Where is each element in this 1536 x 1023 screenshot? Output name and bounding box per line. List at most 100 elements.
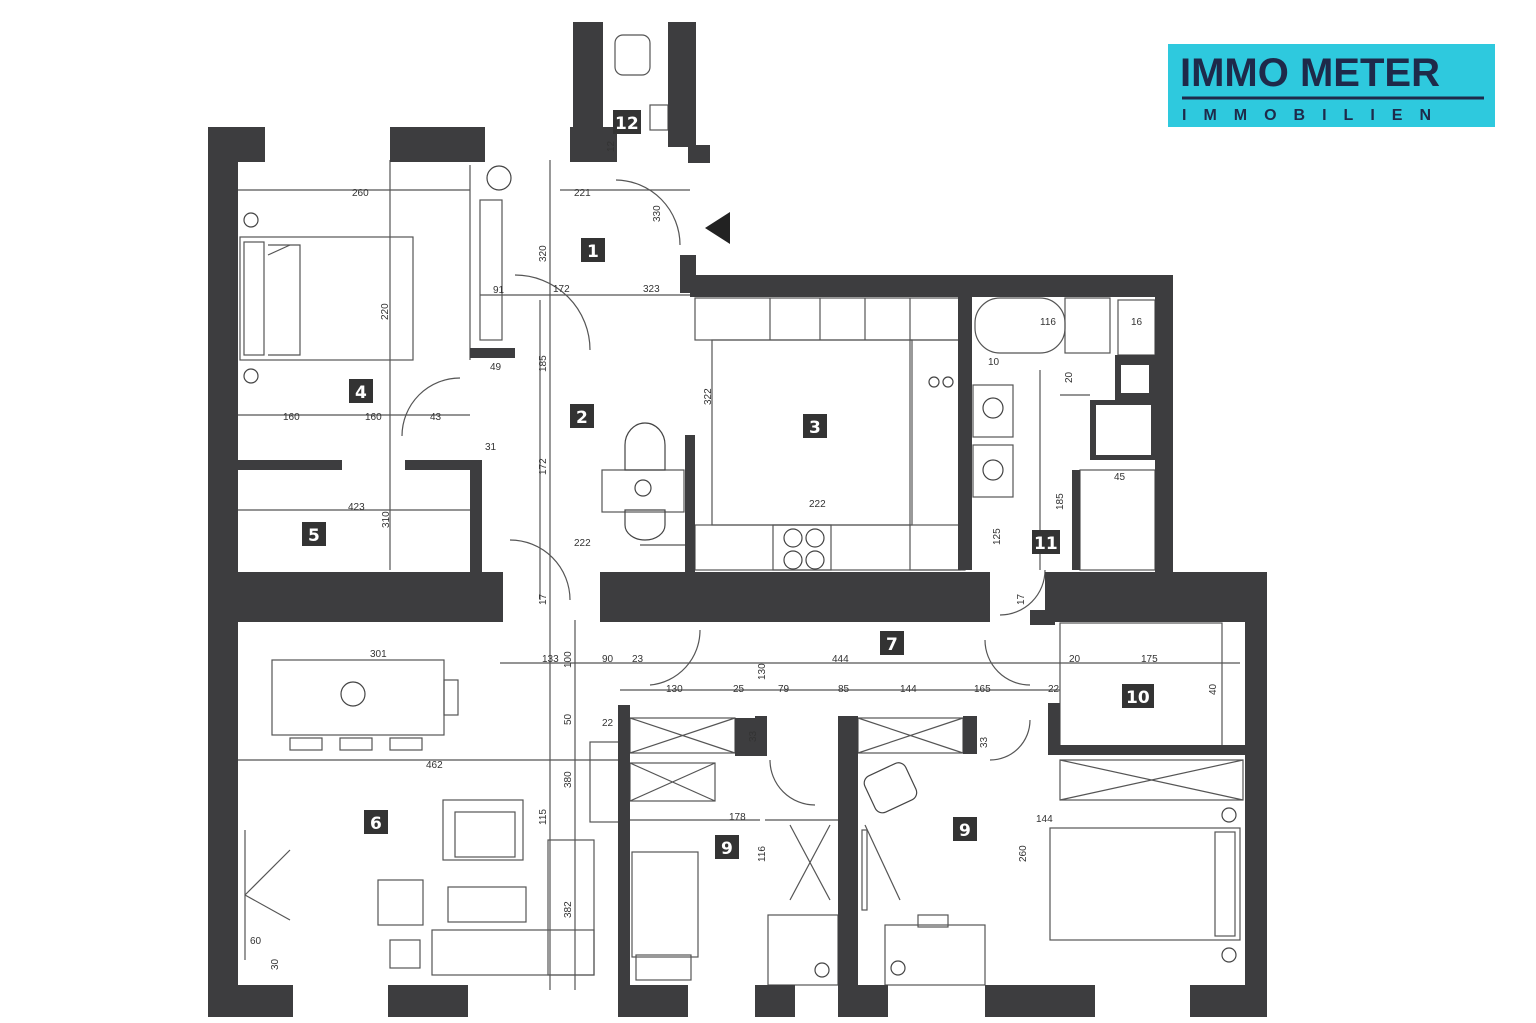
socket-icon bbox=[1221, 947, 1237, 963]
dimension-label: 330 bbox=[652, 205, 663, 222]
dimension-label: 222 bbox=[574, 538, 591, 549]
socket-icon bbox=[243, 368, 259, 384]
dimension-label: 22 bbox=[1048, 684, 1060, 695]
room-badge-7: 7 bbox=[880, 631, 904, 655]
room-badge-11: 11 bbox=[1032, 530, 1060, 554]
dimension-label: 221 bbox=[574, 188, 591, 199]
logo-main-text: IMMO METER bbox=[1180, 51, 1440, 95]
dimension-label: 100 bbox=[563, 651, 574, 668]
dimension-label: 43 bbox=[430, 412, 442, 423]
dimension-label: 144 bbox=[900, 684, 917, 695]
sink-icon bbox=[928, 376, 940, 388]
chair-icon bbox=[863, 762, 918, 814]
sink-icon bbox=[982, 397, 1004, 419]
dimension-label: 23 bbox=[632, 654, 644, 665]
dimension-label: 33 bbox=[748, 730, 759, 742]
dimensions: 260 221 330 320 172 323 91 220 49 185 16… bbox=[250, 140, 1219, 970]
room-badge-2: 2 bbox=[570, 404, 594, 428]
svg-text:10: 10 bbox=[1126, 688, 1150, 708]
entrance-arrow-icon bbox=[705, 212, 730, 244]
fan-icon bbox=[486, 165, 512, 191]
dimension-label: 380 bbox=[563, 771, 574, 788]
dimension-label: 172 bbox=[553, 284, 570, 295]
room-badge-9b: 9 bbox=[953, 817, 977, 841]
sink-icon bbox=[942, 376, 954, 388]
dimension-label: 301 bbox=[370, 649, 387, 660]
dimension-label: 40 bbox=[1208, 683, 1219, 695]
dimension-label: 115 bbox=[538, 809, 549, 825]
dimension-label: 79 bbox=[778, 684, 790, 695]
room-badges: 1 2 3 4 5 6 7 9 9 10 11 12 bbox=[302, 110, 1154, 859]
svg-text:9: 9 bbox=[959, 821, 971, 841]
dimension-label: 310 bbox=[381, 511, 392, 528]
socket-icon bbox=[243, 212, 259, 228]
dimension-label: 33 bbox=[979, 736, 990, 748]
dimension-label: 130 bbox=[757, 663, 768, 680]
svg-text:9: 9 bbox=[721, 839, 733, 859]
room-badge-12: 12 bbox=[613, 110, 641, 134]
dimension-label: 323 bbox=[643, 284, 660, 295]
dimension-label: 17 bbox=[538, 593, 549, 605]
dimension-label: 260 bbox=[352, 188, 369, 199]
dimension-label: 165 bbox=[974, 684, 991, 695]
svg-text:5: 5 bbox=[308, 526, 320, 546]
dimension-label: 175 bbox=[1141, 654, 1158, 665]
dimension-label: 185 bbox=[1055, 493, 1066, 510]
dimension-label: 85 bbox=[838, 684, 850, 695]
dimension-label: 320 bbox=[538, 245, 549, 262]
dimension-label: 260 bbox=[1018, 845, 1029, 862]
dimension-label: 60 bbox=[250, 936, 262, 947]
svg-text:3: 3 bbox=[809, 418, 821, 438]
company-logo: IMMO METER IMMOBILIEN bbox=[1168, 44, 1495, 127]
dimension-label: 17 bbox=[1016, 593, 1027, 605]
room-badge-6: 6 bbox=[364, 810, 388, 834]
svg-text:7: 7 bbox=[886, 635, 898, 655]
room-badge-5: 5 bbox=[302, 522, 326, 546]
toilet-icon bbox=[614, 34, 651, 76]
dimension-label: 31 bbox=[485, 442, 497, 453]
svg-text:6: 6 bbox=[370, 814, 382, 834]
dimension-label: 130 bbox=[666, 684, 683, 695]
stove-icon bbox=[805, 550, 825, 570]
walls bbox=[208, 22, 1267, 1017]
stove-icon bbox=[805, 528, 825, 548]
dimension-label: 22 bbox=[602, 718, 614, 729]
sink-icon bbox=[982, 459, 1004, 481]
logo-sub-text: IMMOBILIEN bbox=[1182, 107, 1448, 124]
chair-icon bbox=[624, 509, 666, 541]
dimension-label: 50 bbox=[563, 713, 574, 725]
dimension-label: 185 bbox=[538, 355, 549, 372]
dimension-label: 116 bbox=[1040, 317, 1056, 328]
svg-text:1: 1 bbox=[587, 242, 599, 262]
dimension-label: 322 bbox=[703, 388, 714, 405]
room-badge-4: 4 bbox=[349, 379, 373, 403]
room-badge-10: 10 bbox=[1122, 684, 1154, 708]
logo-background bbox=[1168, 44, 1495, 127]
dimension-label: 25 bbox=[733, 684, 745, 695]
dimension-label: 160 bbox=[283, 412, 300, 423]
dimension-label: 125 bbox=[992, 528, 1003, 545]
dimension-label: 49 bbox=[490, 362, 502, 373]
svg-text:12: 12 bbox=[615, 114, 639, 134]
dimension-label: 91 bbox=[493, 285, 505, 296]
lamp-icon bbox=[340, 681, 366, 707]
dimension-label: 160 bbox=[365, 412, 382, 423]
dimension-label: 90 bbox=[602, 654, 614, 665]
room-badge-3: 3 bbox=[803, 414, 827, 438]
dimension-label: 116 bbox=[757, 846, 768, 862]
socket-icon bbox=[1221, 807, 1237, 823]
dimension-label: 12 bbox=[606, 140, 617, 152]
stove-icon bbox=[783, 550, 803, 570]
chair-icon bbox=[624, 422, 666, 471]
dimension-label: 20 bbox=[1069, 654, 1081, 665]
dimension-label: 222 bbox=[809, 499, 826, 510]
room-badge-1: 1 bbox=[581, 238, 605, 262]
sink-icon bbox=[814, 962, 830, 978]
interior-lines bbox=[237, 34, 1244, 990]
svg-text:2: 2 bbox=[576, 408, 588, 428]
dimension-label: 20 bbox=[1064, 371, 1075, 383]
stove-icon bbox=[783, 528, 803, 548]
dimension-label: 172 bbox=[538, 458, 549, 475]
dimension-label: 10 bbox=[988, 357, 1000, 368]
dimension-label: 144 bbox=[1036, 814, 1053, 825]
